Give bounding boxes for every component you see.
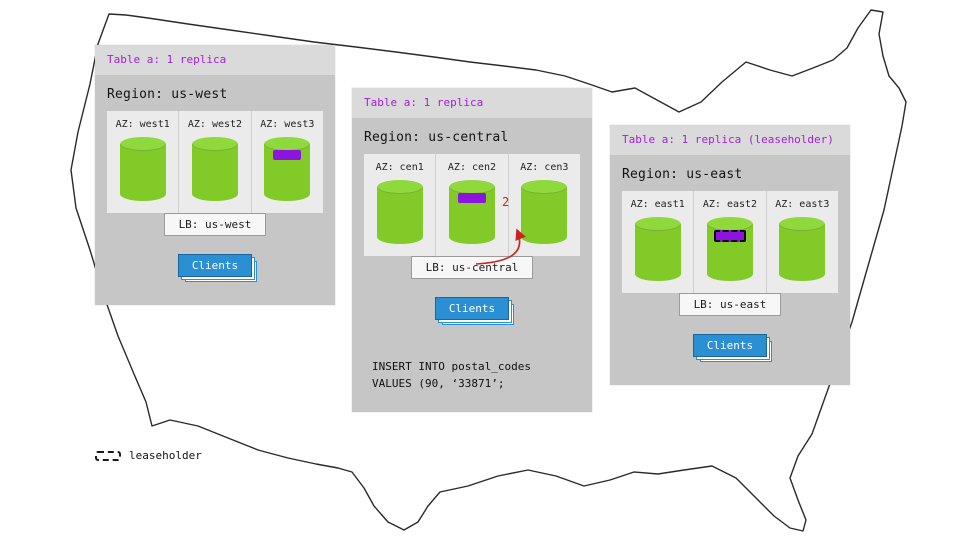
clients-row: Clients (364, 297, 580, 328)
leaseholder-range-badge (713, 230, 746, 242)
cylinder-bottom (634, 267, 681, 281)
region-body-us-central: Region: us-central AZ: cen1 AZ: cen2 (352, 118, 592, 413)
table-label-text: Table a: 1 replica (leaseholder) (622, 133, 834, 146)
az-label: AZ: cen1 (375, 162, 424, 173)
cylinder-top (634, 217, 681, 231)
az-column-east3: AZ: east3 (767, 191, 838, 293)
az-label: AZ: west2 (187, 119, 243, 130)
cylinder-top (448, 180, 495, 194)
az-label: AZ: east2 (702, 199, 758, 210)
sql-line-2: VALUES (90, ‘33871’; (372, 377, 505, 391)
az-group-us-central: AZ: cen1 AZ: cen2 (364, 154, 580, 256)
table-label-text: Table a: 1 replica (107, 53, 227, 66)
lb-row: LB: us-east (622, 293, 838, 316)
sql-line-1: INSERT INTO postal_codes (372, 360, 531, 373)
region-body-us-west: Region: us-west AZ: west1 AZ: west2 (95, 75, 335, 305)
table-replica-label-west: Table a: 1 replica (95, 45, 335, 75)
cylinder-body (521, 187, 568, 237)
database-cylinder (191, 137, 238, 201)
cylinder-top (521, 180, 568, 194)
cylinder-bottom (264, 187, 311, 201)
clients-row: Clients (107, 254, 323, 285)
replica-range-badge (273, 150, 302, 160)
cylinder-bottom (191, 187, 238, 201)
az-label: AZ: west3 (260, 119, 315, 130)
cylinder-body (119, 144, 166, 194)
az-column-west1: AZ: west1 (107, 111, 180, 213)
clients-row: Clients (622, 334, 838, 365)
az-column-east2: AZ: east2 (694, 191, 767, 293)
az-column-cen3: AZ: cen3 (509, 154, 580, 256)
az-group-us-west: AZ: west1 AZ: west2 AZ (107, 111, 323, 213)
cylinder-top (264, 137, 311, 151)
database-cylinder (634, 217, 681, 281)
clients-box-us-central: Clients (434, 297, 510, 320)
table-replica-label-central: Table a: 1 replica (352, 88, 592, 118)
cylinder-top (706, 217, 753, 231)
replica-range-badge (457, 193, 486, 203)
database-cylinder (264, 137, 311, 201)
lb-row: LB: us-central (364, 256, 580, 279)
leaseholder-legend-swatch (95, 450, 121, 461)
az-column-east1: AZ: east1 (622, 191, 695, 293)
load-balancer-us-east: LB: us-east (678, 293, 782, 316)
sql-statement: INSERT INTO postal_codes VALUES (90, ‘33… (364, 358, 580, 392)
region-body-us-east: Region: us-east AZ: east1 AZ: east2 (610, 155, 850, 385)
table-label-text: Table a: 1 replica (364, 96, 484, 109)
cylinder-bottom (376, 230, 423, 244)
database-cylinder (521, 180, 568, 244)
database-cylinder (448, 180, 495, 244)
az-label: AZ: cen3 (520, 162, 569, 173)
cylinder-bottom (448, 230, 495, 244)
cylinder-bottom (779, 267, 826, 281)
region-title-us-east: Region: us-east (622, 167, 743, 182)
table-replica-label-east: Table a: 1 replica (leaseholder) (610, 125, 850, 155)
cylinder-top (119, 137, 166, 151)
cylinder-top (191, 137, 238, 151)
clients-box-us-east: Clients (692, 334, 768, 357)
cylinder-top (376, 180, 423, 194)
az-column-cen1: AZ: cen1 (364, 154, 437, 256)
database-cylinder (376, 180, 423, 244)
region-title-us-west: Region: us-west (107, 87, 228, 102)
lb-row: LB: us-west (107, 213, 323, 236)
az-group-us-east: AZ: east1 AZ: east2 (622, 191, 838, 293)
az-label: AZ: west1 (115, 119, 170, 130)
legend: leaseholder (95, 449, 202, 462)
az-label: AZ: cen2 (447, 162, 497, 173)
az-label: AZ: east3 (775, 199, 830, 210)
load-balancer-us-central: LB: us-central (410, 256, 534, 279)
panel-us-central: Table a: 1 replica Region: us-central AZ… (352, 88, 592, 413)
load-balancer-us-west: LB: us-west (163, 213, 267, 236)
cylinder-body (779, 224, 826, 274)
az-label: AZ: east1 (630, 199, 685, 210)
leaseholder-legend-label: leaseholder (129, 449, 202, 462)
cylinder-body (634, 224, 681, 274)
panel-us-west: Table a: 1 replica Region: us-west AZ: w… (95, 45, 335, 305)
cylinder-bottom (706, 267, 753, 281)
az-column-west3: AZ: west3 (252, 111, 323, 213)
region-title-us-central: Region: us-central (364, 130, 509, 145)
cylinder-body (376, 187, 423, 237)
clients-box-us-west: Clients (177, 254, 253, 277)
database-cylinder (706, 217, 753, 281)
database-cylinder (119, 137, 166, 201)
az-column-cen2: AZ: cen2 (436, 154, 509, 256)
cylinder-top (779, 217, 826, 231)
database-cylinder (779, 217, 826, 281)
panel-us-east: Table a: 1 replica (leaseholder) Region:… (610, 125, 850, 385)
az-column-west2: AZ: west2 (179, 111, 252, 213)
cylinder-bottom (521, 230, 568, 244)
cylinder-body (191, 144, 238, 194)
cylinder-bottom (119, 187, 166, 201)
